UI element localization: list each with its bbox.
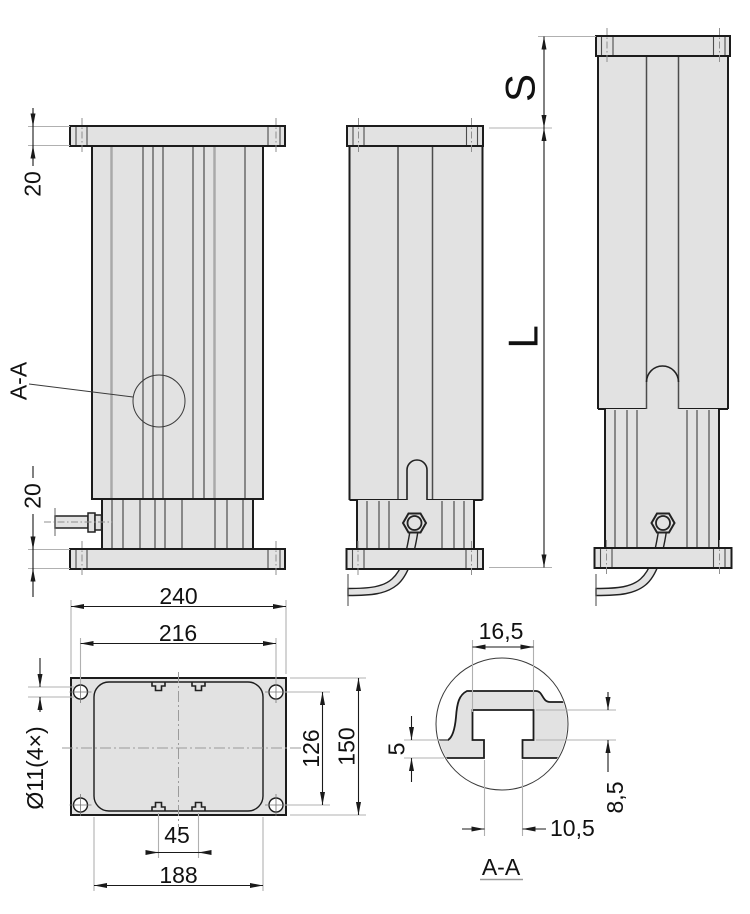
dim-10-5: 10,5 [462,760,595,841]
outer-tube-side [348,146,484,501]
flange-hole-axes [357,541,472,577]
tube-ribs-gray [110,147,216,498]
tube-ribs [397,147,434,499]
dim-text-188: 188 [159,862,197,888]
side-view-extended [593,28,733,606]
outer-tube-front [91,145,264,500]
dim-text-5: 5 [384,743,410,756]
dim-text-length-L: L [500,325,547,348]
inner-tube-front [101,498,254,550]
cable-gland-bore [655,515,671,531]
flange-hole-axes [606,540,720,576]
dim-240: 240 [70,583,287,674]
inner-tube-side [604,409,720,548]
inner-tube-ribs [111,500,244,548]
top-plate [595,35,731,57]
bottom-flange [69,548,286,570]
flange-hole-axes [81,118,277,154]
dim-126: 126 [284,691,330,806]
plate-hole-edges [600,37,726,55]
dim-216: 216 [79,620,277,684]
flange-hole-edges [351,550,479,568]
detail-leader-line [28,383,134,398]
dim-text-stroke-S: S [497,74,544,102]
flange-hole-edges [75,127,281,145]
tube-ribs [142,147,246,498]
inner-tube-ribs [614,410,710,547]
dim-text-hole-note: Ø11(4×) [22,726,48,809]
dim-150: 150 [290,677,366,816]
t-slot-profile-section [437,690,567,759]
tube-ribs [645,57,680,409]
dim-text-20-top: 20 [20,171,46,197]
front-view: A-A 20 20 [6,108,286,597]
bottom-flange [593,547,733,569]
top-plate [346,125,484,147]
section-title: A-A [482,854,521,880]
detail-callout-circle [132,374,186,428]
screw-channel-bottom-right [191,801,206,811]
bottom-flange [345,548,484,570]
stroke-length-dimensions: S L [489,35,596,569]
inner-tube-side [356,500,475,549]
dim-text-126: 126 [298,729,324,767]
dim-text-216: 216 [159,620,197,646]
flange-hole-edges [75,550,281,568]
flange-hole-axes [81,541,277,577]
cable-notch [406,459,428,500]
center-lines [62,672,302,827]
dim-flange-bottom-20: 20 [20,466,70,597]
dim-8-5: 8,5 [536,692,628,813]
cable-notch-arc [645,365,680,383]
dim-text-10-5: 10,5 [550,815,595,841]
dim-5: 5 [384,716,448,782]
cable-gland-connector [44,508,113,536]
dim-16-5: 16,5 [471,618,535,712]
dim-text-150: 150 [334,727,360,765]
side-view-retracted [345,118,484,606]
dim-45: 45 [145,813,212,858]
detail-boundary-circle [435,657,569,791]
dim-188: 188 [93,817,264,891]
mounting-holes [69,681,287,816]
screw-channel-top-right [191,682,206,692]
dim-flange-top-20: 20 [20,108,70,197]
dim-text-20-bottom: 20 [20,483,46,509]
plan-view: Ø11(4×) 240 216 126 150 45 [22,583,366,891]
section-detail-view: 16,5 5 8,5 10,5 A-A [384,618,628,881]
screw-channel-bottom-left [151,801,166,811]
plate-hole-axes [606,28,720,63]
plate-hole-axes [358,118,472,154]
section-callout-label: A-A [6,361,32,400]
flange-hole-edges [599,549,726,567]
screw-channel-top-left [151,682,166,692]
dim-text-45: 45 [164,822,190,848]
outer-tube-side [597,56,729,410]
dim-text-16-5: 16,5 [479,618,524,644]
dim-hole-note: Ø11(4×) [22,658,74,810]
plate-hole-edges [352,127,479,145]
cable-gland-bore [406,515,423,531]
inner-tube-ribs [366,501,465,548]
top-flange [69,125,286,147]
dim-text-8-5: 8,5 [602,782,628,814]
dim-text-240: 240 [159,583,197,609]
